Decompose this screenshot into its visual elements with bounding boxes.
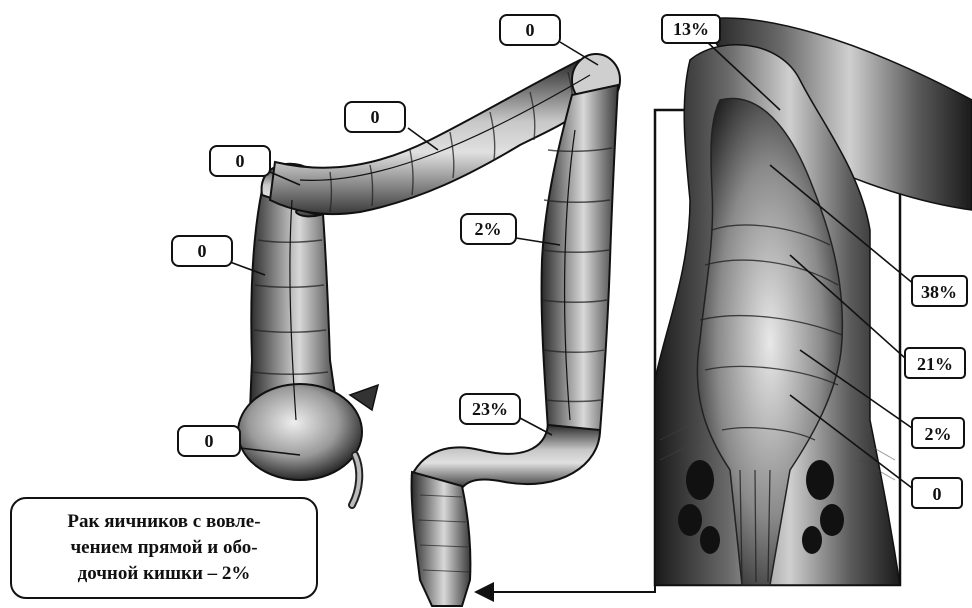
callout-middle-rectum: 21% (905, 348, 965, 378)
ovarian-cancer-note: Рак яичников с вовле- чением прямой и об… (10, 497, 318, 599)
callout-lower-rectum: 2% (912, 418, 964, 448)
splenic-flexure-value: 0 (526, 20, 535, 40)
descending-colon-value: 2% (475, 219, 502, 239)
cecum-value: 0 (205, 431, 214, 451)
callout-hepatic-flexure: 0 (210, 146, 270, 176)
note-line-3: дочной кишки – 2% (78, 561, 251, 587)
note-line-1: Рак яичников с вовле- (67, 509, 260, 535)
callout-ascending-colon: 0 (172, 236, 232, 266)
sigmoid-colon (412, 425, 600, 488)
sigmoid-colon-value: 23% (472, 399, 508, 419)
middle-rectum-value: 21% (917, 354, 953, 374)
anal-canal-value: 0 (933, 484, 942, 504)
callout-transverse-colon: 0 (345, 102, 405, 132)
callout-rectosigmoid: 13% (662, 15, 720, 43)
rectosigmoid-value: 13% (673, 19, 709, 39)
rectum-colon-view (412, 472, 471, 606)
callout-anal-canal: 0 (912, 478, 962, 508)
lower-rectum-value: 2% (925, 424, 952, 444)
transverse-colon-value: 0 (371, 107, 380, 127)
callout-sigmoid-colon: 23% (460, 394, 520, 424)
hepatic-flexure-value: 0 (236, 151, 245, 171)
callout-descending-colon: 2% (461, 214, 516, 244)
descending-colon (542, 85, 618, 432)
pointer-arrow (478, 585, 655, 592)
upper-rectum-value: 38% (921, 282, 957, 302)
ascending-colon-value: 0 (198, 241, 207, 261)
callout-upper-rectum: 38% (912, 276, 967, 306)
cecum (238, 384, 362, 480)
callout-cecum: 0 (178, 426, 240, 456)
note-line-2: чением прямой и обо- (70, 535, 257, 561)
callout-splenic-flexure: 0 (500, 15, 560, 45)
